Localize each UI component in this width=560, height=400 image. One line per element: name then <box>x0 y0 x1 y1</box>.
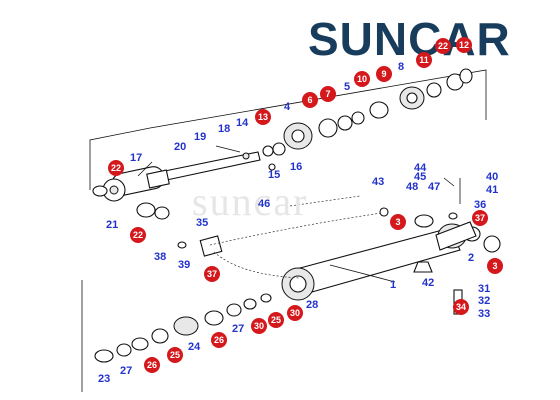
callout-48: 48 <box>406 181 419 193</box>
callout-34: 34 <box>453 299 469 315</box>
callout-22a: 22 <box>108 160 124 176</box>
callout-37b: 37 <box>204 266 220 282</box>
callout-44: 44 <box>414 162 427 174</box>
seal-kit-row <box>94 241 272 363</box>
callout-39: 39 <box>178 259 191 271</box>
callout-2: 2 <box>468 252 475 264</box>
cylinder-body <box>199 195 501 315</box>
callout-31: 31 <box>478 283 491 295</box>
callout-6: 6 <box>302 92 318 108</box>
callout-22b: 22 <box>130 227 146 243</box>
rod-assembly <box>92 68 473 220</box>
callout-32: 32 <box>478 295 491 307</box>
callout-14: 14 <box>236 117 249 129</box>
callout-45: 45 <box>414 171 427 183</box>
callout-24: 24 <box>188 341 201 353</box>
callout-20: 20 <box>174 141 187 153</box>
callout-36: 36 <box>474 199 487 211</box>
callout-1: 1 <box>390 279 397 291</box>
callout-13: 13 <box>255 109 271 125</box>
callout-10: 10 <box>354 71 370 87</box>
callout-33: 33 <box>478 308 491 320</box>
callout-7: 7 <box>320 86 336 102</box>
callout-40: 40 <box>486 171 499 183</box>
callout-3b: 3 <box>487 258 503 274</box>
callout-38: 38 <box>154 251 167 263</box>
callout-35: 35 <box>196 217 209 229</box>
callout-21: 21 <box>106 219 119 231</box>
callout-26a: 26 <box>144 357 160 373</box>
callout-15: 15 <box>268 169 281 181</box>
callout-27a: 27 <box>120 365 133 377</box>
callout-41: 41 <box>486 184 499 196</box>
callout-47: 47 <box>428 181 441 193</box>
callout-25b: 25 <box>268 312 284 328</box>
callout-25a: 25 <box>167 347 183 363</box>
brand-text: SUNCAR <box>308 13 511 65</box>
callout-18: 18 <box>218 123 231 135</box>
callout-27b: 27 <box>232 323 245 335</box>
callout-30b: 30 <box>287 305 303 321</box>
callout-16: 16 <box>290 161 303 173</box>
callout-30a: 30 <box>251 318 267 334</box>
callout-9: 9 <box>376 66 392 82</box>
callout-19: 19 <box>194 131 207 143</box>
callout-42: 42 <box>422 277 435 289</box>
callout-46: 46 <box>258 198 271 210</box>
callout-23: 23 <box>98 373 111 385</box>
callout-22c: 22 <box>435 38 451 54</box>
watermark: suncar <box>192 179 309 224</box>
callout-37a: 37 <box>472 210 488 226</box>
callout-3a: 3 <box>390 214 406 230</box>
callout-12: 12 <box>456 37 472 53</box>
callout-8: 8 <box>398 61 405 73</box>
callout-28: 28 <box>306 299 319 311</box>
brand-logo: SUNCAR <box>308 14 552 64</box>
callout-43: 43 <box>372 176 385 188</box>
callout-11: 11 <box>416 52 432 68</box>
callout-4: 4 <box>284 101 291 113</box>
callout-17: 17 <box>130 152 143 164</box>
callout-5: 5 <box>344 81 351 93</box>
callout-26b: 26 <box>211 332 227 348</box>
